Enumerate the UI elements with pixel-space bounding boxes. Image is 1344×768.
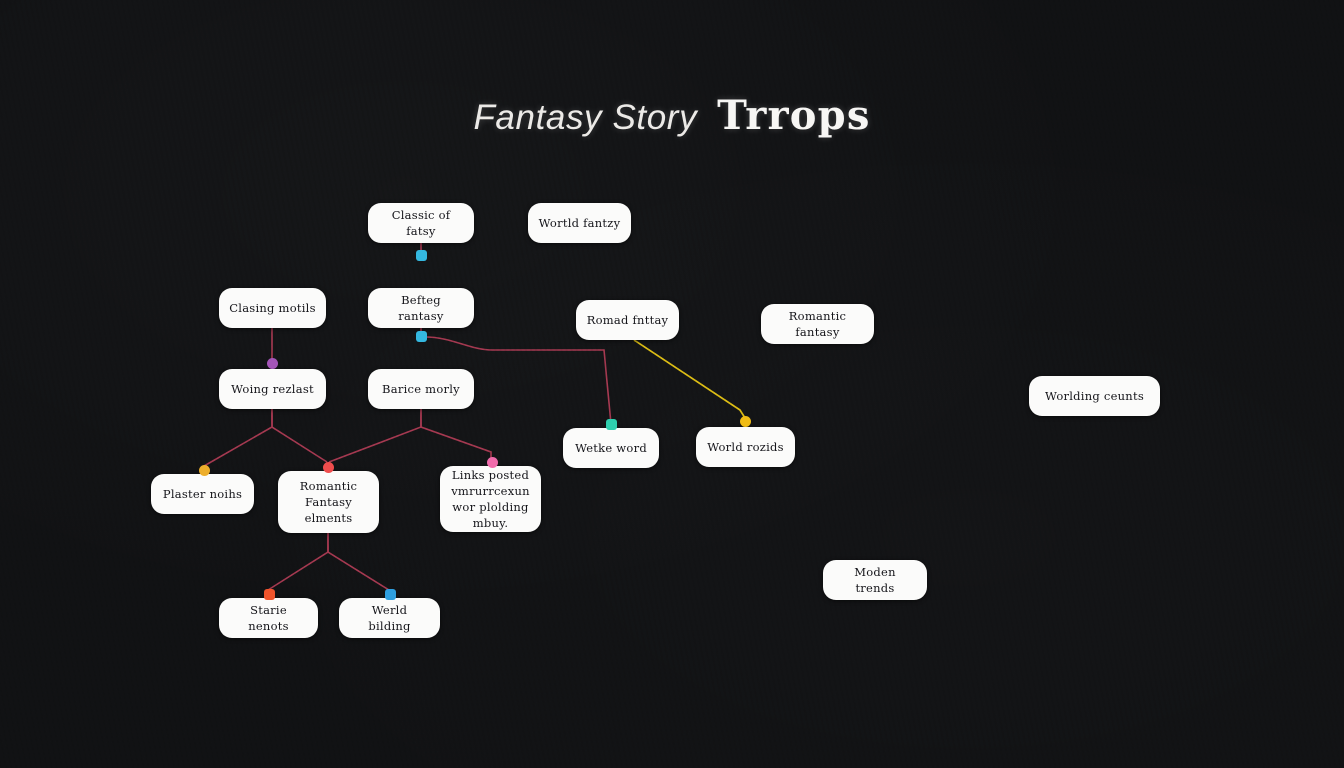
- node-label: Woing rezlast: [231, 381, 314, 397]
- node-label-line: Romantic: [299, 479, 358, 493]
- dot-barice-morly: [416, 331, 427, 342]
- node-werld-bilding[interactable]: Werld bilding: [339, 598, 440, 638]
- page-title: Fantasy Story Trrops: [0, 92, 1344, 139]
- node-label: Romad fnttay: [587, 312, 669, 328]
- dot-starie-nenots: [264, 589, 275, 600]
- edge-barice-to-romantic-el: [328, 409, 422, 463]
- node-wetke-word[interactable]: Wetke word: [563, 428, 659, 468]
- node-label-line: Werld bilding: [368, 603, 411, 633]
- node-worlding-ceunts[interactable]: Worlding ceunts: [1029, 376, 1160, 416]
- dot-romantic-fantasy-elements: [323, 462, 334, 473]
- node-links-posted[interactable]: Links posted vmrurrcexun wor plolding mbuy.: [440, 466, 541, 532]
- node-woing-rezlast[interactable]: Woing rezlast: [219, 369, 326, 409]
- node-label-line: Barice morly: [382, 382, 460, 396]
- node-starie-nenots[interactable]: Starie nenots: [219, 598, 318, 638]
- node-label-line: Romad fnttay: [586, 313, 669, 327]
- node-label-line: Romantic fantasy: [788, 309, 847, 339]
- dot-links-posted: [487, 457, 498, 468]
- node-label-line: wor plolding: [452, 500, 529, 514]
- edge-romad-to-world-rozids: [633, 339, 746, 419]
- node-label-line: mbuy.: [472, 516, 509, 530]
- node-label: Moden trends: [833, 564, 917, 596]
- node-plaster-noihs[interactable]: Plaster noihs: [151, 474, 254, 514]
- edge-romantic-el-to-werld: [327, 533, 390, 591]
- node-classic-of-fatsy[interactable]: Classic of fatsy: [368, 203, 474, 243]
- page-title-part2: Trrops: [717, 92, 871, 139]
- node-label-line: Wortld fantzy: [538, 216, 621, 230]
- node-label: Starie nenots: [229, 602, 308, 634]
- node-label-line: Wetke word: [575, 441, 647, 455]
- node-label: Wetke word: [575, 440, 647, 456]
- node-label-line: Befteg rantasy: [398, 293, 444, 323]
- node-romantic-fantasy[interactable]: Romantic fantasy: [761, 304, 874, 344]
- node-label: Wortld fantzy: [539, 215, 621, 231]
- node-label-line: Worlding ceunts: [1045, 389, 1144, 403]
- dot-werld-bilding: [385, 589, 396, 600]
- dot-world-rozids: [740, 416, 751, 427]
- node-label: Worlding ceunts: [1045, 388, 1144, 404]
- node-label: Plaster noihs: [163, 486, 242, 502]
- node-label-line: World rozids: [707, 440, 784, 454]
- node-label-line: Links posted: [451, 468, 530, 482]
- node-label: Clasing motils: [229, 300, 316, 316]
- dot-befteg-rantasy: [416, 250, 427, 261]
- node-romad-fnttay[interactable]: Romad fnttay: [576, 300, 679, 340]
- node-label: Befteg rantasy: [378, 292, 464, 324]
- edge-woing-to-romantic-el: [271, 409, 328, 463]
- node-label: Links posted vmrurrcexun wor plolding mbuy.: [451, 467, 530, 531]
- node-world-rozids[interactable]: World rozids: [696, 427, 795, 467]
- node-clasing-motils[interactable]: Clasing motils: [219, 288, 326, 328]
- node-label-line: Starie nenots: [248, 603, 289, 633]
- node-label: Classic of fatsy: [378, 207, 464, 239]
- node-label: Romantic fantasy: [771, 308, 864, 340]
- node-label: World rozids: [707, 439, 784, 455]
- node-befteg-rantasy[interactable]: Befteg rantasy: [368, 288, 474, 328]
- node-label-line: Classic of fatsy: [391, 208, 451, 238]
- edge-romantic-el-to-starie: [267, 533, 329, 591]
- dot-plaster-noihs: [199, 465, 210, 476]
- node-barice-morly[interactable]: Barice morly: [368, 369, 474, 409]
- dot-woing-rezlast: [267, 358, 278, 369]
- edge-barice-to-links: [420, 409, 492, 460]
- node-label-line: Fantasy: [304, 495, 353, 509]
- node-label-line: Clasing motils: [229, 301, 316, 315]
- node-label-line: Plaster noihs: [162, 487, 243, 501]
- node-label: Werld bilding: [349, 602, 430, 634]
- node-wortld-fantzy[interactable]: Wortld fantzy: [528, 203, 631, 243]
- node-label-line: Woing rezlast: [231, 382, 314, 396]
- node-label-line: Moden trends: [854, 565, 896, 595]
- node-moden-trends[interactable]: Moden trends: [823, 560, 927, 600]
- page-title-part1: Fantasy Story: [473, 98, 698, 137]
- node-label-line: vmrurrcexun: [451, 484, 530, 498]
- dot-wetke-word: [606, 419, 617, 430]
- edge-woing-to-plaster: [203, 409, 273, 470]
- node-label: Barice morly: [382, 381, 460, 397]
- node-label-line: elments: [304, 511, 353, 525]
